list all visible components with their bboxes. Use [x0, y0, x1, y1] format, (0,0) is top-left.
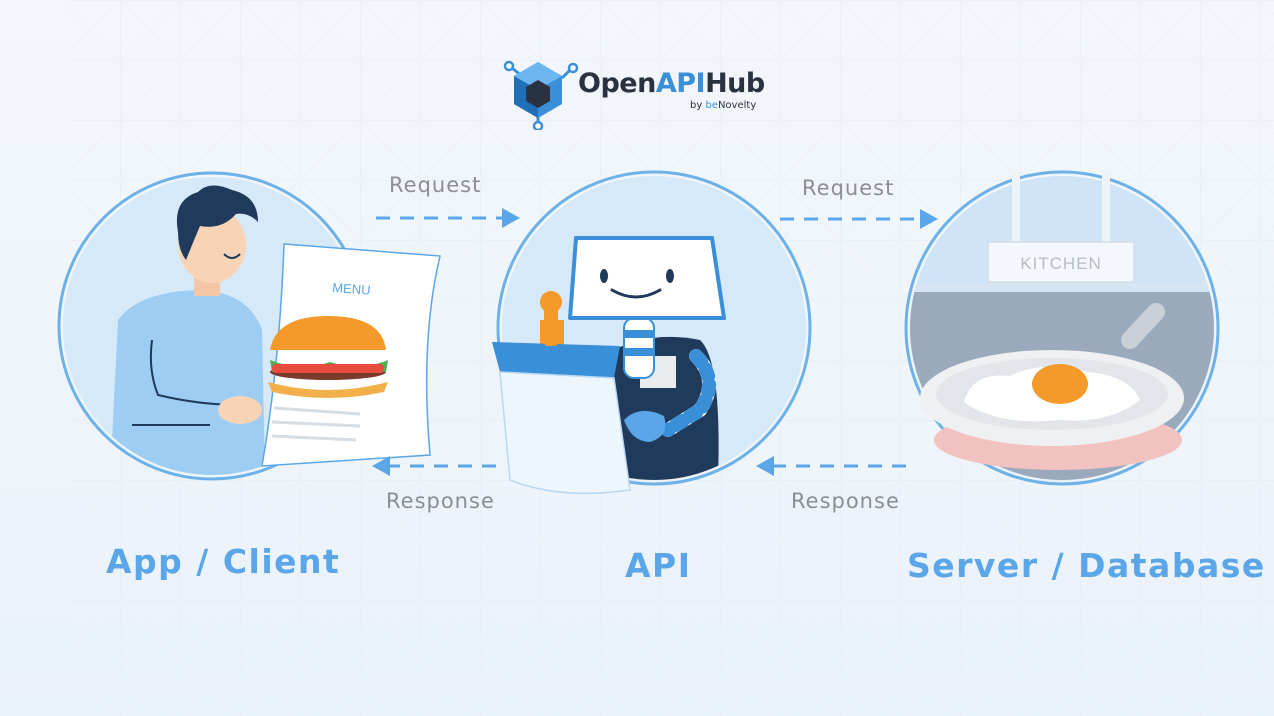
logo-byline: by beNovelty [690, 100, 757, 111]
openapihub-logo: OpenAPIHub by beNovelty [500, 58, 770, 130]
response-arrow-left [372, 456, 500, 476]
response-label-left: Response [386, 489, 495, 513]
api-illustration [492, 170, 812, 495]
server-caption: Server / Database [907, 546, 1266, 585]
response-arrow-right [756, 456, 906, 476]
api-caption: API [625, 546, 692, 585]
response-label-right: Response [791, 489, 900, 513]
request-label-left: Request [389, 173, 482, 197]
hexagon-logo-icon [503, 60, 579, 130]
request-arrow-left [376, 208, 520, 228]
client-caption: App / Client [106, 542, 341, 581]
menu-card: MENU [261, 243, 441, 467]
menu-label: MENU [332, 280, 371, 298]
kitchen-label: KITCHEN [1020, 254, 1102, 273]
request-arrow-right [780, 209, 938, 229]
server-illustration: KITCHEN [904, 170, 1220, 486]
logo-wordmark: OpenAPIHub [578, 68, 765, 99]
request-label-right: Request [802, 176, 895, 200]
